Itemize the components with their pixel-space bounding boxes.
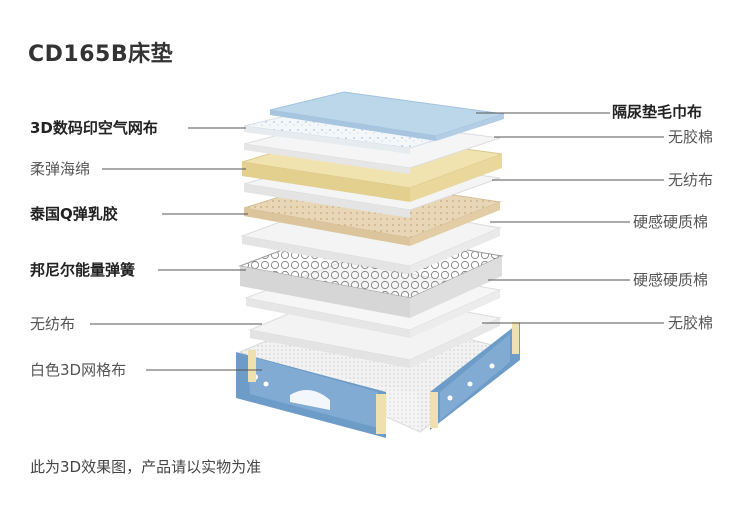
label-thai-latex: 泰国Q弹乳胶: [30, 205, 118, 223]
label-nonglue-cotton-lower: 无胶棉: [668, 314, 714, 332]
label-nonglue-cotton-upper: 无胶棉: [668, 128, 714, 146]
left-leader-lines: [90, 127, 262, 371]
right-leader-lines: [476, 112, 664, 324]
page-title: CD165B床垫: [28, 42, 174, 67]
label-nonwoven-right: 无纺布: [668, 171, 714, 189]
label-3d-air-mesh: 3D数码印空气网布: [30, 119, 158, 137]
label-hard-cotton-2: 硬感硬质棉: [633, 271, 709, 289]
label-bonnell-spring: 邦尼尔能量弹簧: [30, 261, 136, 279]
label-hard-cotton-1: 硬感硬质棉: [633, 213, 709, 231]
disclaimer-text: 此为3D效果图，产品请以实物为准: [30, 458, 262, 476]
label-urine-pad-towel: 隔尿垫毛巾布: [612, 103, 703, 121]
label-soft-sponge: 柔弹海绵: [30, 160, 91, 178]
label-nonwoven-left: 无纺布: [30, 315, 76, 333]
layer-urine-pad: [269, 91, 505, 141]
label-white-3d-mesh: 白色3D网格布: [30, 361, 127, 379]
